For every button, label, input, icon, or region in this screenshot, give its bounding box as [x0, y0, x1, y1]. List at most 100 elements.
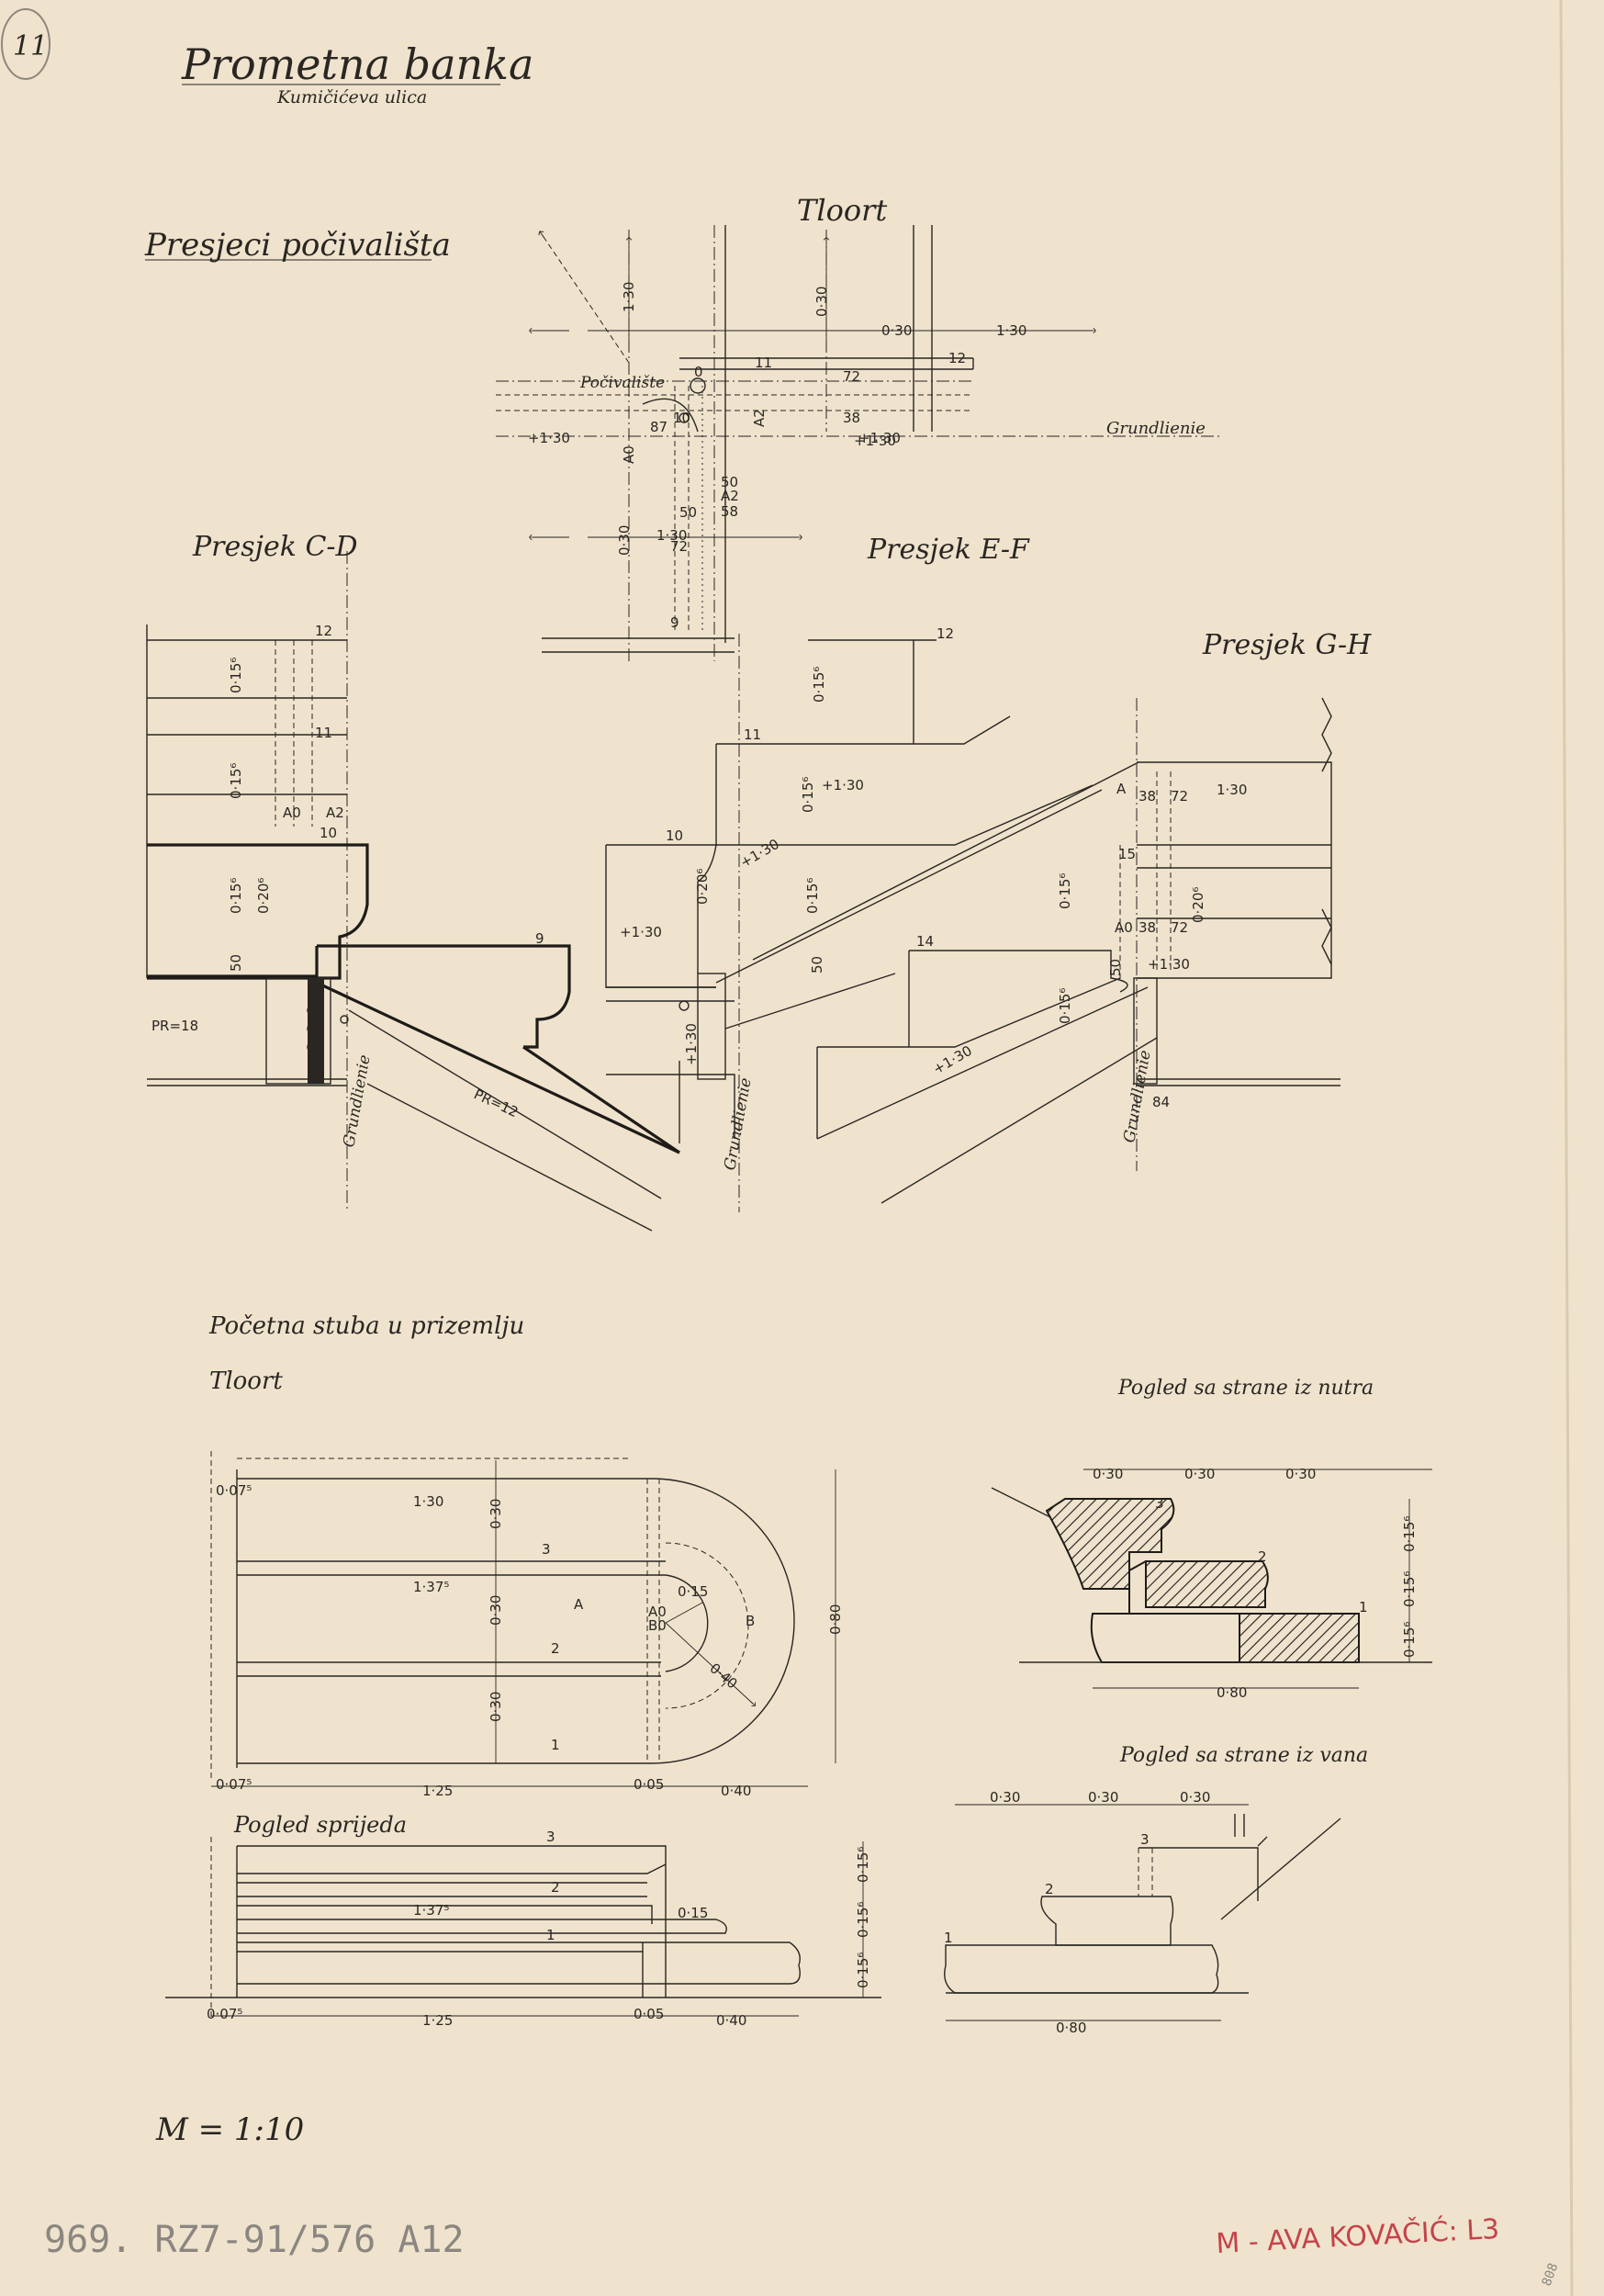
si-step-1-hatched: [1239, 1613, 1360, 1663]
cd-step-10-outline: [147, 843, 369, 980]
cd-dim-3: A0: [283, 805, 301, 821]
plan-num-11: 11: [755, 355, 772, 371]
so-dim-0: 0·30: [990, 1789, 1020, 1806]
ef-beam: [697, 973, 726, 1080]
plan-dim-9: 87: [650, 419, 667, 435]
cd-stringer-lower: [366, 1083, 653, 1232]
sheet-title: Prometna banka: [181, 39, 533, 89]
fs-dim-11: 0·05: [634, 1776, 664, 1793]
si-step-3-hatched: [1045, 1498, 1175, 1590]
fs-letter-b: B: [746, 1613, 755, 1629]
si-dim-4: 0·15⁶: [1401, 1516, 1418, 1552]
cd-dim-4: A2: [326, 805, 344, 821]
fs-radius-line: [665, 1622, 753, 1704]
gh-dim-4: 0·15⁶: [1057, 873, 1073, 909]
ef-dim-5: +1·30: [620, 924, 662, 940]
front-dim-1: 0·15: [678, 1905, 708, 1921]
cd-step-lines: [147, 639, 347, 795]
ef-dim-1: 0·15⁶: [800, 777, 816, 813]
si-dim-2: 0·30: [1285, 1466, 1316, 1482]
fs-num-2: 2: [551, 1640, 560, 1657]
si-dim-0: 0·30: [1093, 1466, 1123, 1482]
ef-step-10-label: 10: [666, 827, 683, 844]
section-cd-title: Presjek C-D: [192, 531, 358, 563]
front-step-2-top: [237, 1863, 667, 1897]
si-step-joints: [1128, 1560, 1147, 1614]
ef-dim-4: 0·15⁶: [804, 878, 821, 914]
section-ef-title: Presjek E-F: [867, 534, 1030, 566]
front-dim-4: 0·05: [634, 2006, 664, 2022]
gh-dim-6: 38: [1139, 919, 1156, 936]
ef-link-line: [724, 973, 896, 1030]
plan-dim-2: 0·30: [881, 322, 912, 339]
gh-beam: [1133, 977, 1158, 1085]
gh-dim-0: A: [1116, 781, 1127, 797]
fs-dim-9: 0·07⁵: [216, 1776, 252, 1793]
first-step-plan-label: Tloort: [209, 1367, 283, 1395]
si-dim-3: 0·80: [1217, 1684, 1247, 1701]
fs-dim-2: 1·37⁵: [413, 1579, 449, 1595]
cd-step-9-outline: [317, 944, 571, 1049]
archive-number: 969. RZ7-91/576 A12: [44, 2219, 465, 2261]
fs-letter-b0: B0: [648, 1617, 667, 1634]
front-dim-6: 0·15⁶: [855, 1847, 871, 1883]
cd-beam-box: [265, 977, 331, 1085]
plan-dim-17: 38: [843, 410, 860, 426]
ef-dim-6: 50: [809, 956, 825, 974]
gh-step-14: 14: [916, 933, 934, 950]
side-outside-title: Pogled sa strane iz vana: [1119, 1744, 1368, 1767]
landing-plan: Presjeci počivališta Tloort: [144, 193, 1221, 661]
front-dim-5: 0·40: [716, 2012, 746, 2029]
si-stringer: [991, 1487, 1057, 1521]
fs-dim-3: 0·30: [488, 1499, 504, 1529]
fs-dim-4: 0·30: [488, 1595, 504, 1626]
front-dim-3: 1·25: [422, 2012, 453, 2029]
gh-break-marks: [1321, 697, 1332, 965]
cd-dim-6: 50: [228, 954, 244, 972]
plan-dim-4: +1·30: [528, 430, 570, 446]
corner-sheet-mark: 11: [1, 8, 50, 80]
plan-num-12: 12: [948, 350, 966, 366]
front-step-3: [237, 1845, 667, 1998]
plan-dim-15: 72: [670, 538, 688, 555]
front-num-1: 1: [546, 1927, 555, 1943]
gh-dim-8: 0·20⁶: [1190, 887, 1206, 923]
fs-dim-6: 0·15: [678, 1583, 708, 1600]
fs-dim-10: 1·25: [422, 1783, 453, 1799]
first-step-plan: Početna stuba u prizemlju Tloort 0·07⁵ 1…: [208, 1312, 844, 1799]
si-num-1: 1: [1359, 1599, 1368, 1615]
side-view-inside: Pogled sa strane iz nutra 0·30 0·30 0·30…: [991, 1377, 1432, 1701]
gh-step-15: 15: [1118, 846, 1136, 862]
plan-num-0: 0: [694, 364, 703, 380]
ef-step-12-label: 12: [937, 625, 954, 642]
plan-dim-18: +1·30: [858, 430, 901, 446]
cd-dim-1: 0·15⁶: [228, 763, 244, 799]
scale-label: M = 1:10: [155, 2111, 304, 2148]
front-num-2: 2: [551, 1879, 560, 1896]
plan-dim-11: A2: [751, 409, 768, 427]
side-inside-title: Pogled sa strane iz nutra: [1117, 1377, 1374, 1400]
plan-diagonal-arrow: [542, 234, 630, 364]
ef-step-11: [715, 744, 1094, 846]
cd-hidden-lines: [275, 640, 313, 827]
plan-dim-12: 50: [721, 474, 738, 490]
cd-dim-0: 0·15⁶: [228, 658, 244, 693]
plan-dim-3: 1·30: [996, 322, 1026, 339]
front-dim-0: 1·37⁵: [413, 1902, 449, 1919]
cd-rivet-4: [340, 1015, 349, 1024]
ef-dim-0: 0·15⁶: [811, 667, 827, 703]
si-num-2: 2: [1258, 1548, 1267, 1565]
fs-outer-arc: [651, 1478, 795, 1764]
plan-curve: [642, 398, 699, 433]
fs-inner-arc: [665, 1574, 709, 1672]
gh-dim-3: 1·30: [1217, 782, 1247, 798]
front-dim-8: 0·15⁶: [855, 1953, 871, 1988]
cd-step-12: 12: [315, 623, 332, 639]
landing-word: Počivalište: [579, 374, 665, 392]
plan-dim-10: 72: [843, 368, 860, 385]
so-num-3: 3: [1140, 1831, 1150, 1848]
cd-stringer-mid: [348, 1009, 662, 1199]
cd-rivet-1: [307, 1005, 318, 1016]
fs-letter-a: A: [574, 1596, 584, 1613]
